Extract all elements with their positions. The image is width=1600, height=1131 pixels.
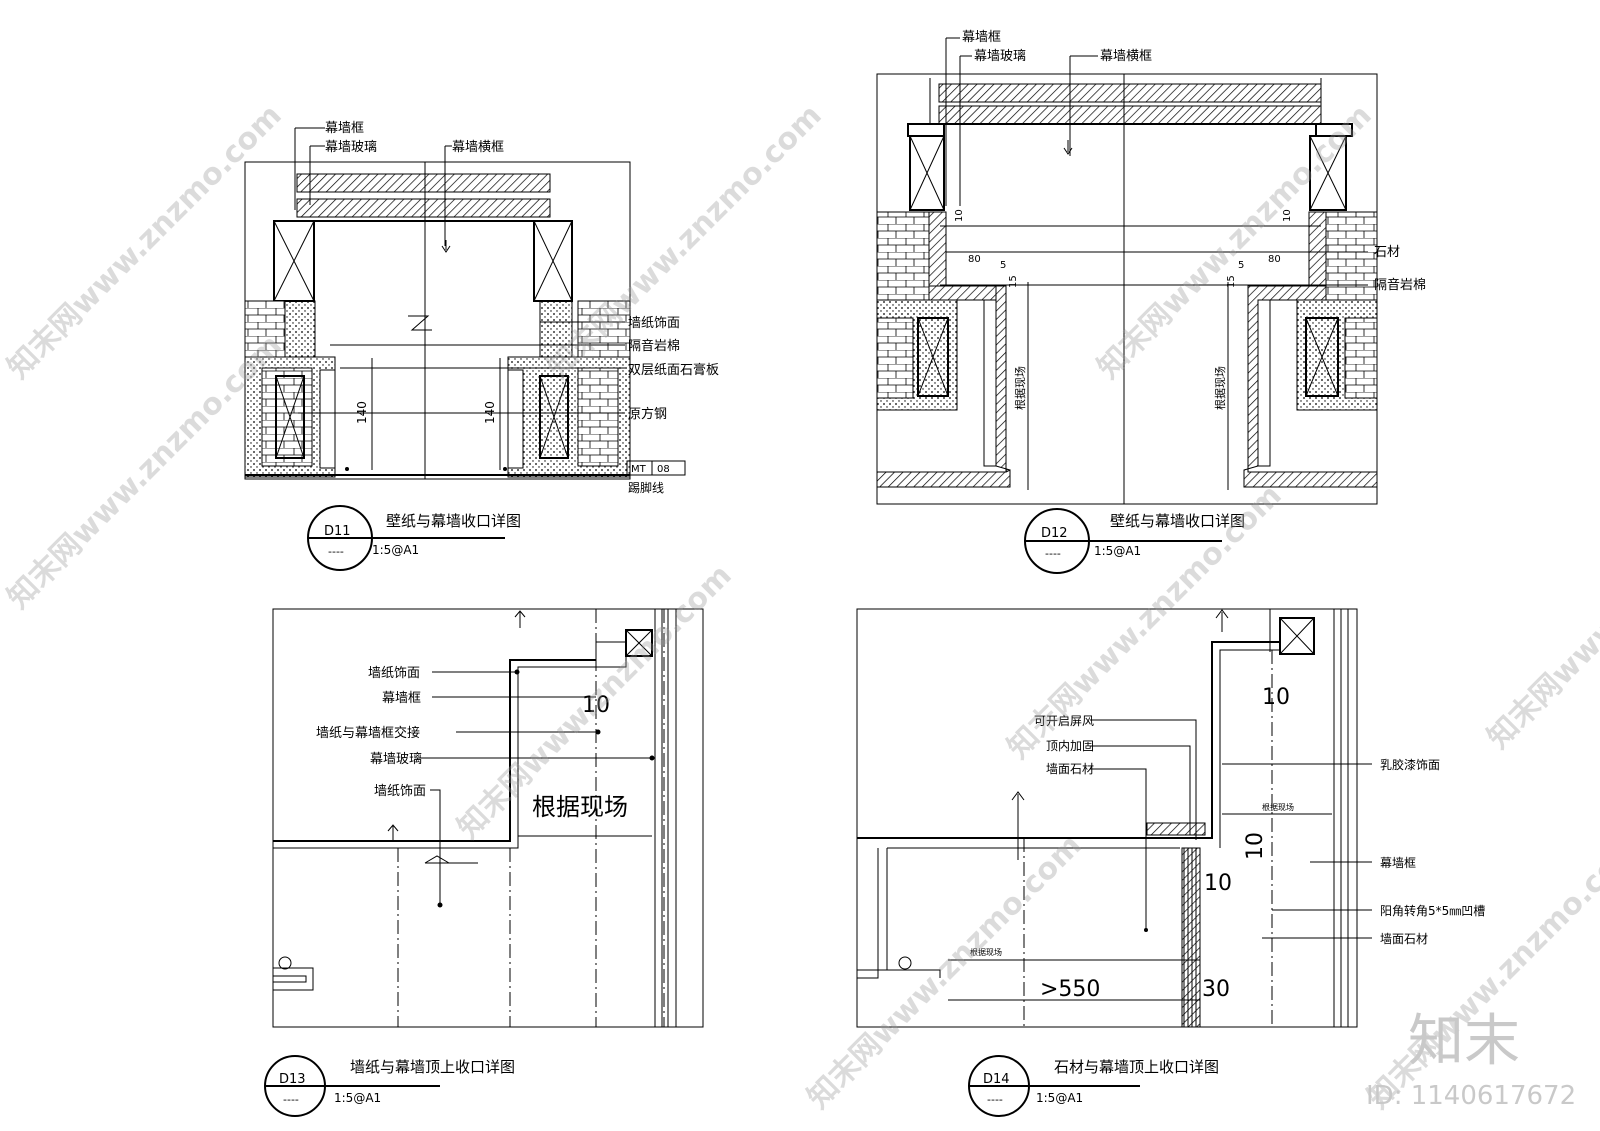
d14-tag: D14 [983,1072,1010,1087]
d12-dim-5-right: 5 [1238,260,1244,271]
d12-label-transom: 幕墙横框 [1100,49,1152,64]
d12-scale: 1:5@A1 [1094,544,1141,558]
watermark-site-7: 知末网www.znzmo.com [1481,468,1600,756]
panel-d12 [876,37,1378,505]
d11-label-skirting: 踢脚线 [628,480,664,495]
d14-label-screen: 可开启屏风 [1034,714,1094,728]
d13-site: 根据现场 [532,793,628,821]
d11-label-wallpaper: 墙纸饰面 [628,316,680,331]
d12-site-right: 根据现场 [1213,366,1227,410]
d11-label-insulation: 隔音岩棉 [628,338,680,354]
d13-tag-sub: ---- [283,1093,299,1106]
d13-frame-border [272,608,704,1028]
d12-label-glass: 幕墙玻璃 [974,49,1026,64]
d12-dim-10-right: 10 [1282,209,1293,222]
d13-dim-10: 10 [582,693,610,718]
watermark-brand: 知末 [1408,1009,1520,1074]
d12-dim-15-left: 15 [1008,275,1019,288]
d14-site-small-a: 根据现场 [1262,802,1294,812]
d11-dim-right: 140 [483,401,497,424]
d14-dim-10c: 10 [1204,871,1232,896]
d12-site-left: 根据现场 [1013,366,1027,410]
d12-dim-10-left: 10 [954,209,965,222]
d14-label-latex: 乳胶漆饰面 [1380,757,1440,772]
d12-dim-5-left: 5 [1000,260,1006,271]
watermark-site-8: 知末网www.znzmo.com [801,828,1089,1116]
d13-label-junction: 墙纸与幕墙框交接 [316,725,420,741]
watermark-id: ID: 1140617672 [1366,1081,1576,1111]
d13-label-wallpaper-bottom: 墙纸饰面 [374,784,426,799]
d11-title-block [307,505,505,571]
d14-label-reinforce: 顶内加固 [1046,739,1094,753]
d11-transom-bar-1 [296,173,551,193]
d11-transom-bar-2 [296,198,551,218]
d12-tag: D12 [1041,526,1068,541]
d12-title-block [1024,508,1222,574]
d11-label-glass: 幕墙玻璃 [325,140,377,155]
watermark-site-2: 知末网www.znzmo.com [541,98,829,386]
d12-dim-80-left: 80 [968,254,981,265]
d12-label-stone: 石材 [1374,245,1400,260]
d11-label-steel: 原方钢 [628,406,667,422]
panel-d14 [856,608,1372,1028]
d11-dim-left: 140 [355,401,369,424]
d11-title: 壁纸与幕墙收口详图 [386,512,521,530]
d12-label-insulation: 隔音岩棉 [1374,277,1426,293]
d11-label-gypsum: 双层纸面石膏板 [628,362,719,378]
d14-dim-10a: 10 [1262,685,1290,710]
d14-title-block [968,1055,1140,1117]
panel-d11 [244,127,686,480]
d11-label-transom: 幕墙横框 [452,140,504,155]
d11-mt-box [626,460,686,476]
d12-label-frame: 幕墙框 [962,30,1001,45]
d13-tag: D13 [279,1072,306,1087]
d14-dim-10b: 10 [1243,832,1268,860]
d14-label-frame: 幕墙框 [1380,856,1416,870]
d14-frame-border [856,608,1358,1028]
d11-label-frame: 幕墙框 [325,121,364,136]
d12-tag-sub: ---- [1045,547,1061,560]
d13-label-glass: 幕墙玻璃 [370,752,422,767]
d12-title: 壁纸与幕墙收口详图 [1110,512,1245,530]
d11-tag: D11 [324,524,351,539]
d13-title-block [264,1055,440,1117]
d13-label-frame: 幕墙框 [382,691,421,706]
d14-dim-550: >550 [1040,977,1100,1002]
d14-label-groove: 阳角转角5*5㎜凹槽 [1380,903,1485,918]
d14-title: 石材与幕墙顶上收口详图 [1054,1058,1219,1076]
d11-tag-sub: ---- [328,545,344,558]
d13-label-wallpaper-top: 墙纸饰面 [368,666,420,681]
d11-mt-num: 08 [657,464,670,475]
d14-tag-sub: ---- [987,1093,1003,1106]
d12-dim-80-right: 80 [1268,254,1281,265]
d11-mt-code: MT [631,464,647,475]
d14-site-small-b: 根据现场 [970,947,1002,957]
d12-dim-15-right: 15 [1226,275,1237,288]
d11-scale: 1:5@A1 [372,543,419,557]
d13-scale: 1:5@A1 [334,1091,381,1105]
d14-scale: 1:5@A1 [1036,1091,1083,1105]
panel-d13 [272,608,704,1028]
d14-label-stone-right: 墙面石材 [1380,932,1428,946]
d14-label-stone-top: 墙面石材 [1046,762,1094,776]
d13-title: 墙纸与幕墙顶上收口详图 [350,1058,515,1076]
d14-dim-30: 30 [1202,977,1230,1002]
